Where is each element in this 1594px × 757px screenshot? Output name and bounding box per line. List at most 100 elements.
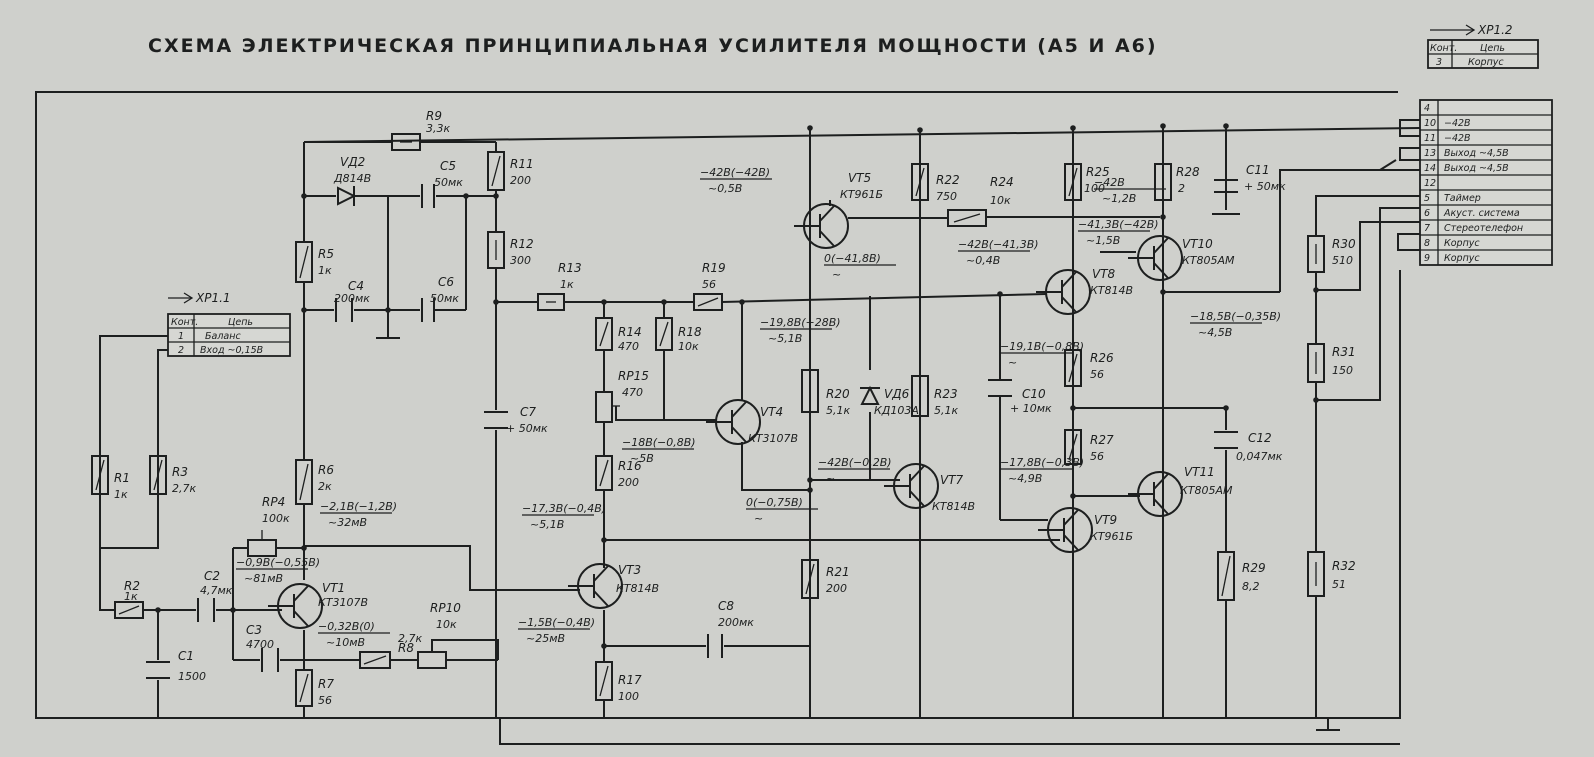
label-r21-value: 200 — [826, 582, 847, 595]
transistor-vt1 — [268, 583, 323, 629]
right-block-circuit: −42В — [1444, 133, 1471, 144]
label-c3-value: 4700 — [246, 638, 274, 651]
voltage-v11-ac: ~ — [754, 512, 763, 525]
right-block-contact: 5 — [1424, 193, 1430, 204]
right-block-contact: 10 — [1424, 118, 1436, 129]
label-r8-ref: R8 — [398, 641, 414, 655]
label-r6-ref: R6 — [318, 463, 334, 477]
xp11-row2-contact: 2 — [178, 345, 184, 356]
xp11-label: XP1.1 — [195, 291, 231, 305]
label-vd6-value: КД103А — [874, 404, 919, 417]
transistor-vt10 — [1128, 235, 1183, 281]
label-vt5-ref: VT5 — [848, 171, 871, 185]
label-vt7-ref: VT7 — [940, 473, 964, 487]
right-block-contact: 13 — [1424, 148, 1436, 159]
label-c5-ref: C5 — [440, 159, 456, 173]
label-r27-ref: R27 — [1090, 433, 1114, 447]
label-r18-value: 10к — [678, 340, 699, 353]
right-block-contact: 11 — [1424, 133, 1436, 144]
label-r9-value: 3,3к — [426, 122, 450, 135]
label-r5-value: 1к — [318, 264, 332, 277]
label-rp10-value: 10к — [436, 618, 457, 631]
xp12-row-circuit: Корпус — [1468, 57, 1504, 68]
right-block-circuit: Стереотелефон — [1444, 223, 1523, 234]
voltage-v10-dc: −42В(−0,2В) — [818, 456, 892, 469]
diode-symbols — [337, 186, 880, 405]
label-c10-ref: C10 — [1022, 387, 1046, 401]
label-c11-ref: C11 — [1246, 163, 1270, 177]
label-r19-ref: R19 — [702, 261, 726, 275]
label-c1-value: 1500 — [178, 670, 206, 683]
label-c8-ref: C8 — [718, 599, 734, 613]
label-r2-ref: R2 — [124, 579, 140, 593]
label-rp15-ref: RP15 — [618, 369, 649, 383]
label-vd6-ref: VД6 — [884, 387, 910, 401]
voltage-v8-ac: ~ — [1008, 356, 1017, 369]
label-r29-value: 8,2 — [1242, 580, 1260, 593]
label-r13-value: 1к — [560, 278, 574, 291]
right-block-contact: 14 — [1424, 163, 1436, 174]
frame-wiring — [35, 91, 1421, 745]
label-r5-ref: R5 — [318, 247, 334, 261]
label-c6-value: 50мк — [430, 292, 459, 305]
label-r19-value: 56 — [702, 278, 716, 291]
right-block-contact: 12 — [1424, 178, 1436, 189]
xp12-head-contact: Конт. — [1430, 43, 1457, 54]
voltage-v5-ac: ~1,5В — [1086, 234, 1120, 247]
label-vt4-value: КТ3107В — [748, 432, 798, 445]
voltage-v16-ac: ~10мВ — [326, 636, 365, 649]
capacitor-symbols — [146, 179, 1238, 679]
label-r28-value: 2 — [1178, 182, 1185, 195]
voltage-v11-dc: 0(−0,75В) — [746, 496, 803, 509]
label-vt4-ref: VT4 — [760, 405, 783, 419]
label-r21-ref: R21 — [826, 565, 850, 579]
label-r27-value: 56 — [1090, 450, 1104, 463]
label-r3-value: 2,7к — [172, 482, 196, 495]
label-rp10-ref: RP10 — [430, 601, 461, 615]
right-block-circuit: Выход ~4,5В — [1444, 148, 1509, 159]
label-r16-value: 200 — [618, 476, 639, 489]
xp12-head-circuit: Цепь — [1480, 43, 1505, 54]
voltage-v1-ac: ~0,5В — [708, 182, 742, 195]
right-block-circuit: Выход ~4,5В — [1444, 163, 1509, 174]
label-vt3-value: КТ814В — [616, 582, 659, 595]
label-r6-value: 2к — [318, 480, 332, 493]
transistor-vt8 — [1036, 269, 1091, 315]
voltage-v7-ac: ~4,5В — [1198, 326, 1232, 339]
label-r30-value: 510 — [1332, 254, 1353, 267]
label-vt3-ref: VT3 — [618, 563, 641, 577]
connector-xp11: XP1.1 Конт. Цепь 1 Баланс 2 Вход ~0,15В — [167, 291, 291, 357]
label-vt8-ref: VT8 — [1092, 267, 1116, 281]
junction-dots — [155, 123, 1319, 649]
voltage-annotations: −42В(−42В)~0,5В0(−41,8В)~−42В(−41,3В)~0,… — [236, 166, 1281, 649]
right-block-contact: 6 — [1424, 208, 1430, 219]
label-c3-ref: C3 — [246, 623, 262, 637]
label-r1-value: 1к — [114, 488, 128, 501]
voltage-v4-dc: −42В — [1094, 176, 1125, 189]
label-r31-value: 150 — [1332, 364, 1353, 377]
label-r17-value: 100 — [618, 690, 639, 703]
voltage-v3-dc: −42В(−41,3В) — [958, 238, 1039, 251]
label-c6-ref: C6 — [438, 275, 454, 289]
label-c4-value: 200мк — [334, 292, 370, 305]
label-c10-value: + 10мк — [1010, 402, 1052, 415]
transistor-vt4 — [706, 399, 761, 445]
voltage-v9-ac: ~5В — [630, 452, 654, 465]
label-r2-value: 1к — [124, 590, 138, 603]
voltage-v17-dc: −1,5В(−0,4В) — [518, 616, 595, 629]
label-r14-value: 470 — [618, 340, 639, 353]
voltage-v12-ac: ~4,9В — [1008, 472, 1042, 485]
label-r30-ref: R30 — [1332, 237, 1356, 251]
signal-wiring — [99, 119, 1420, 731]
transistor-vt3 — [568, 563, 623, 609]
label-r14-ref: R14 — [618, 325, 642, 339]
right-block-circuit: Таймер — [1444, 193, 1481, 204]
voltage-v3-ac: ~0,4В — [966, 254, 1000, 267]
label-r24-ref: R24 — [990, 175, 1014, 189]
label-r24-value: 10к — [990, 194, 1011, 207]
label-r23-value: 5,1к — [934, 404, 958, 417]
label-r32-ref: R32 — [1332, 559, 1356, 573]
label-vt11-ref: VT11 — [1184, 465, 1215, 479]
voltage-v13-ac: ~5,1В — [530, 518, 564, 531]
